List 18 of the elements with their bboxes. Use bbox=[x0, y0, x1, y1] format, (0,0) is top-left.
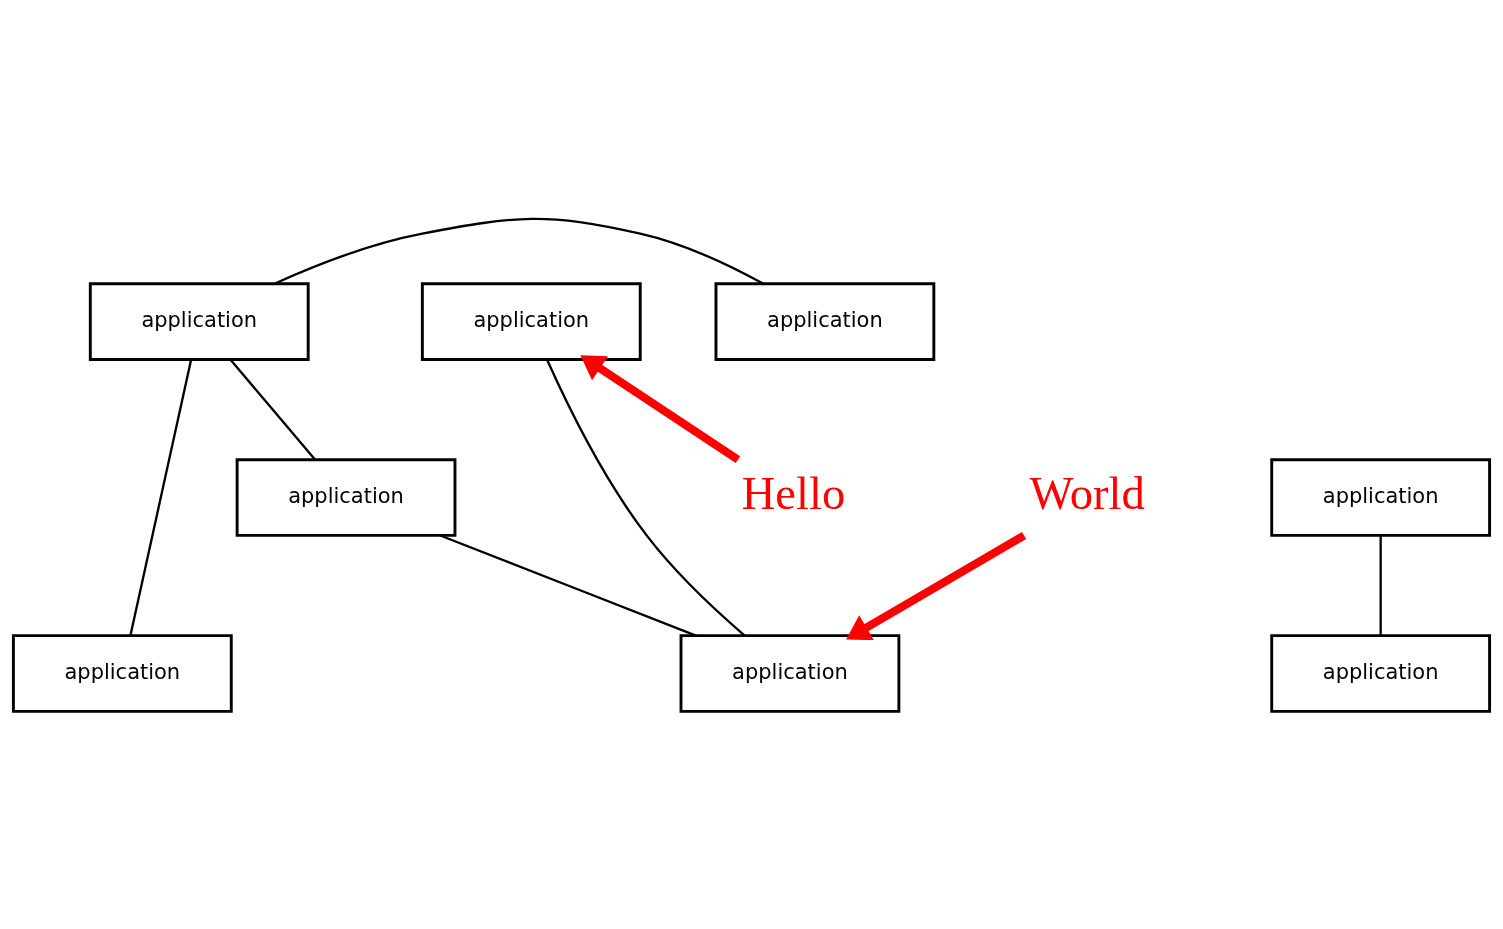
node-box: application bbox=[679, 633, 901, 713]
connector bbox=[1379, 535, 1382, 636]
node-text: World bbox=[1029, 466, 1145, 519]
connector bbox=[546, 358, 746, 636]
node-box: application bbox=[1270, 457, 1492, 537]
node-box: application bbox=[11, 633, 233, 713]
node-box: application bbox=[714, 281, 936, 361]
node-box: application bbox=[88, 281, 310, 361]
connector bbox=[439, 533, 697, 637]
node-box: application bbox=[1270, 633, 1492, 713]
node-box: application bbox=[420, 281, 642, 361]
arrow bbox=[846, 531, 1027, 640]
node-text: Hello bbox=[741, 466, 846, 519]
connector bbox=[229, 358, 316, 460]
connector bbox=[129, 358, 193, 636]
connector bbox=[274, 217, 764, 285]
node-box: application bbox=[235, 457, 457, 537]
arrow bbox=[580, 354, 741, 463]
